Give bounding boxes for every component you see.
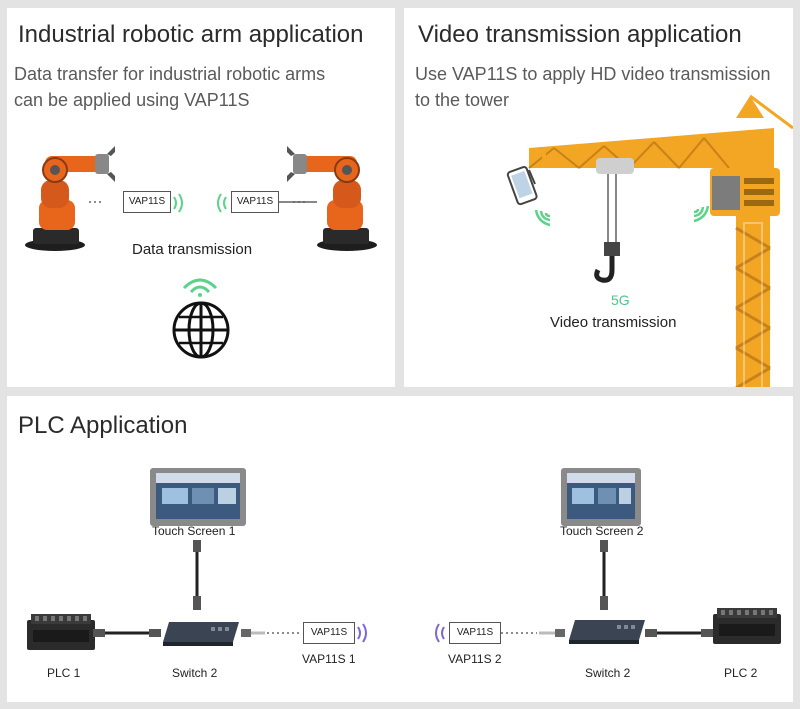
data-transmission-caption: Data transmission: [132, 241, 253, 258]
ethernet-cable-icon: [241, 629, 299, 637]
touch-screen-2-label: Touch Screen 2: [560, 524, 644, 538]
crane-panel: Video transmission application Use VAP11…: [404, 8, 793, 387]
vap11s-module-left: VAP11S: [123, 191, 171, 213]
wifi-signal-icon: [435, 623, 445, 643]
crane-panel-subtitle-line1: Use VAP11S to apply HD video transmissio…: [415, 64, 771, 84]
robot-panel-subtitle-line2: can be applied using VAP11S: [14, 90, 250, 110]
switch-2-right-label: Switch 2: [585, 666, 631, 680]
vap11s-2-label: VAP11S 2: [448, 652, 502, 666]
vap11s-1-module: VAP11S: [303, 622, 355, 644]
globe-icon: [172, 301, 230, 359]
5g-badge: 5G: [611, 292, 630, 308]
touch-screen-1-label: Touch Screen 1: [152, 524, 236, 538]
switch-2-left-icon: [163, 622, 239, 646]
robot-panel-title: Industrial robotic arm application: [18, 21, 364, 48]
plc-1-icon: [27, 614, 95, 650]
tower-crane-icon: [506, 94, 793, 387]
robot-arm-right-icon: [287, 146, 377, 251]
video-transmission-caption: Video transmission: [550, 314, 677, 331]
robot-arm-panel: Industrial robotic arm application Data …: [7, 8, 395, 387]
touch-screen-1-icon: [150, 468, 246, 526]
plc-panel-title: PLC Application: [18, 412, 188, 439]
ethernet-cable-icon: [193, 540, 201, 610]
plc-2-label: PLC 2: [724, 666, 758, 680]
wifi-signal-icon: [357, 623, 367, 643]
crane-panel-title: Video transmission application: [418, 21, 742, 48]
robot-arm-left-icon: [25, 146, 115, 251]
ethernet-cable-icon: [645, 629, 713, 637]
touch-screen-2-icon: [561, 468, 641, 526]
ethernet-cable-icon: [501, 629, 565, 637]
robot-panel-subtitle-line1: Data transfer for industrial robotic arm…: [14, 64, 326, 84]
plc-panel: PLC Application Touch Screen 1 PLC 1 Swi…: [7, 396, 793, 702]
wifi-signal-icon: [217, 193, 227, 213]
robot-cables: [89, 201, 317, 203]
vap11s-1-label: VAP11S 1: [302, 652, 356, 666]
plc-1-label: PLC 1: [47, 666, 81, 680]
vap11s-module-right: VAP11S: [231, 191, 279, 213]
wifi-icon: [182, 278, 218, 297]
wifi-signal-icon: [534, 209, 551, 227]
wifi-signal-icon: [173, 193, 183, 213]
plc-2-icon: [713, 608, 781, 644]
switch-2-right-icon: [569, 620, 645, 644]
vap11s-2-module: VAP11S: [449, 622, 501, 644]
crane-panel-subtitle-line2: to the tower: [415, 90, 510, 110]
wifi-signal-icon: [693, 205, 710, 223]
switch-2-left-label: Switch 2: [172, 666, 218, 680]
ethernet-cable-icon: [600, 540, 608, 610]
ethernet-cable-icon: [93, 629, 161, 637]
